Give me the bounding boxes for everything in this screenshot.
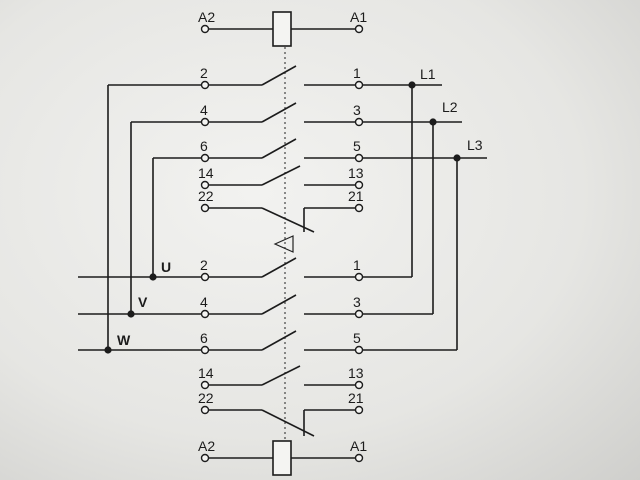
l2-label: L2 bbox=[442, 99, 458, 115]
top-contact-2-right-label: 3 bbox=[353, 102, 361, 118]
bottom-main-contact-2: 4 3 bbox=[200, 294, 433, 319]
bottom-aux-nc-right-label: 21 bbox=[348, 390, 364, 406]
top-aux-nc-left-label: 22 bbox=[198, 188, 214, 204]
bottom-contact-1-left-label: 2 bbox=[200, 257, 208, 273]
top-contact-2-left-label: 4 bbox=[200, 102, 208, 118]
coil-symbol bbox=[272, 440, 292, 476]
bottom-aux-no-right-label: 13 bbox=[348, 365, 364, 381]
output-v: V bbox=[78, 122, 201, 318]
top-contact-3-left-label: 6 bbox=[200, 138, 208, 154]
top-aux-no-left-label: 14 bbox=[198, 165, 214, 181]
supply-l2: L2 bbox=[429, 99, 462, 314]
bottom-contact-1-right-label: 1 bbox=[353, 257, 361, 273]
top-aux-no-right-label: 13 bbox=[348, 165, 364, 181]
top-aux-no-contact: 14 13 bbox=[198, 165, 364, 190]
top-aux-nc-right-label: 21 bbox=[348, 188, 364, 204]
top-coil-left-label: A2 bbox=[198, 9, 215, 25]
bottom-aux-nc-left-label: 22 bbox=[198, 390, 214, 406]
top-contact-1-right-label: 1 bbox=[353, 65, 361, 81]
coil-symbol bbox=[272, 11, 292, 47]
top-contact-3-right-label: 5 bbox=[353, 138, 361, 154]
top-main-contact-1: 2 1 bbox=[108, 65, 412, 90]
bottom-contact-2-right-label: 3 bbox=[353, 294, 361, 310]
bottom-main-contact-3: 6 5 bbox=[200, 330, 457, 355]
interlock-symbol bbox=[273, 235, 294, 253]
bottom-coil: A2 A1 bbox=[198, 438, 367, 476]
top-coil: A2 A1 bbox=[198, 9, 367, 47]
u-label: U bbox=[161, 259, 171, 275]
supply-l3: L3 bbox=[453, 137, 487, 350]
bottom-aux-no-left-label: 14 bbox=[198, 365, 214, 381]
top-aux-nc-contact: 22 21 bbox=[198, 188, 364, 233]
bottom-contact-3-right-label: 5 bbox=[353, 330, 361, 346]
top-coil-right-label: A1 bbox=[350, 9, 367, 25]
l1-label: L1 bbox=[420, 66, 436, 82]
v-label: V bbox=[138, 294, 148, 310]
l3-label: L3 bbox=[467, 137, 483, 153]
top-contact-1-left-label: 2 bbox=[200, 65, 208, 81]
bottom-main-contact-1: 2 1 bbox=[200, 257, 412, 282]
bottom-aux-no-contact: 14 13 bbox=[198, 365, 364, 390]
bottom-contact-3-left-label: 6 bbox=[200, 330, 208, 346]
w-label: W bbox=[117, 332, 131, 348]
bottom-coil-right-label: A1 bbox=[350, 438, 367, 454]
supply-l1: L1 bbox=[408, 66, 442, 277]
output-w: W bbox=[78, 85, 201, 354]
bottom-coil-left-label: A2 bbox=[198, 438, 215, 454]
top-main-contact-3: 6 5 bbox=[153, 138, 457, 163]
bottom-contact-2-left-label: 4 bbox=[200, 294, 208, 310]
bottom-aux-nc-contact: 22 21 bbox=[198, 390, 364, 437]
output-u: U bbox=[78, 158, 201, 281]
top-main-contact-2: 4 3 bbox=[131, 102, 433, 127]
